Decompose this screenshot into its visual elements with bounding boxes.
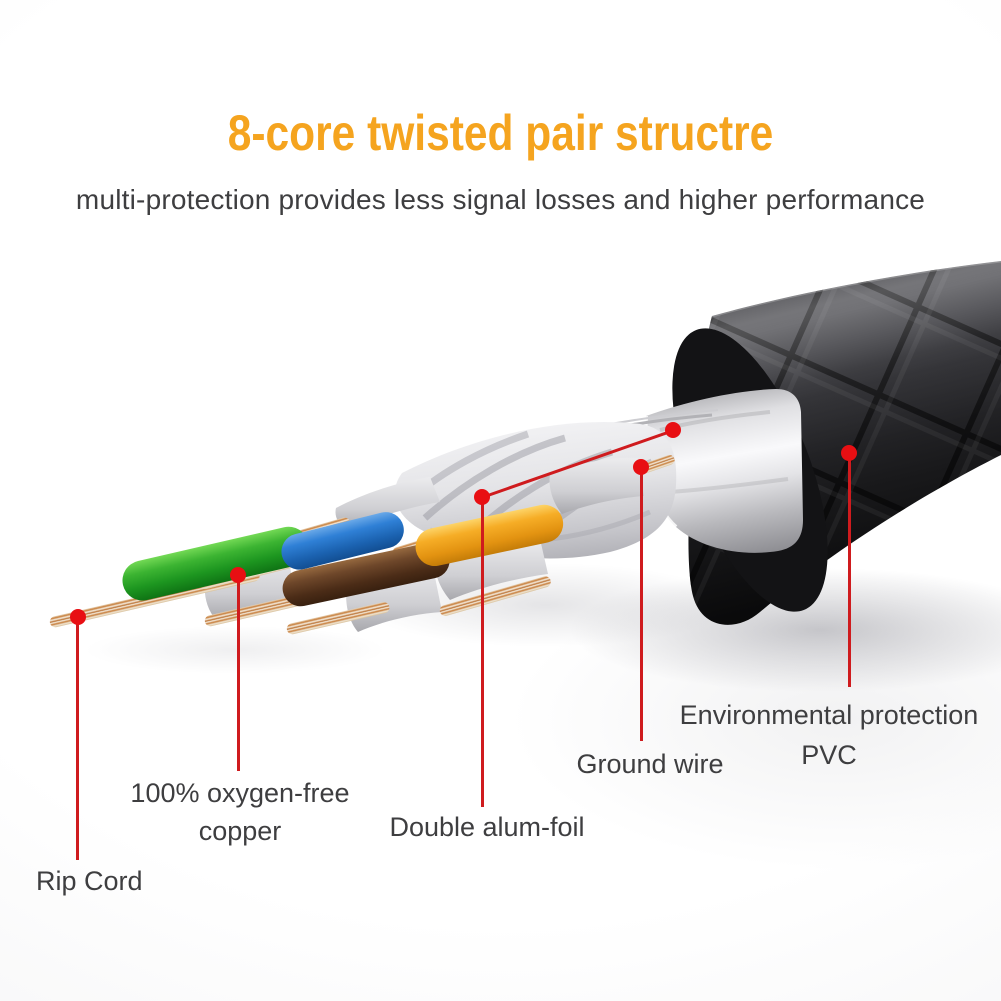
label-copper-line1: 100% oxygen-free bbox=[130, 778, 350, 808]
leader-line-ground-wire bbox=[640, 467, 643, 741]
label-rip-cord: Rip Cord bbox=[36, 866, 143, 896]
leader-dot-rip-cord bbox=[70, 609, 86, 625]
label-pvc-line2: PVC bbox=[801, 740, 857, 770]
leader-dot-alum-foil bbox=[665, 422, 681, 438]
label-copper: 100% oxygen-free copper bbox=[130, 774, 349, 850]
blue-wire bbox=[281, 512, 404, 570]
leader-line-alum-foil bbox=[481, 497, 484, 807]
label-copper-line2: copper bbox=[198, 816, 282, 846]
cable-shadow bbox=[85, 626, 385, 674]
page-title: 8-core twisted pair structre bbox=[227, 105, 774, 161]
yellow-wire bbox=[415, 504, 564, 567]
leader-dot-alum-foil-bend bbox=[474, 489, 490, 505]
leader-dot-copper bbox=[230, 567, 246, 583]
label-alum-foil: Double alum-foil bbox=[389, 812, 585, 842]
leader-line-pvc bbox=[848, 453, 851, 687]
leader-dot-ground-wire bbox=[633, 459, 649, 475]
label-pvc-line1: Environmental protection bbox=[679, 700, 979, 730]
label-ground-wire: Ground wire bbox=[576, 749, 724, 779]
leader-line-copper bbox=[237, 575, 240, 771]
leader-dot-pvc bbox=[841, 445, 857, 461]
page-subtitle: multi-protection provides less signal lo… bbox=[75, 184, 926, 215]
label-pvc: Environmental protection PVC bbox=[680, 695, 979, 775]
leader-line-rip-cord bbox=[76, 617, 79, 860]
green-wire bbox=[122, 526, 309, 601]
brown-wire bbox=[282, 542, 450, 607]
